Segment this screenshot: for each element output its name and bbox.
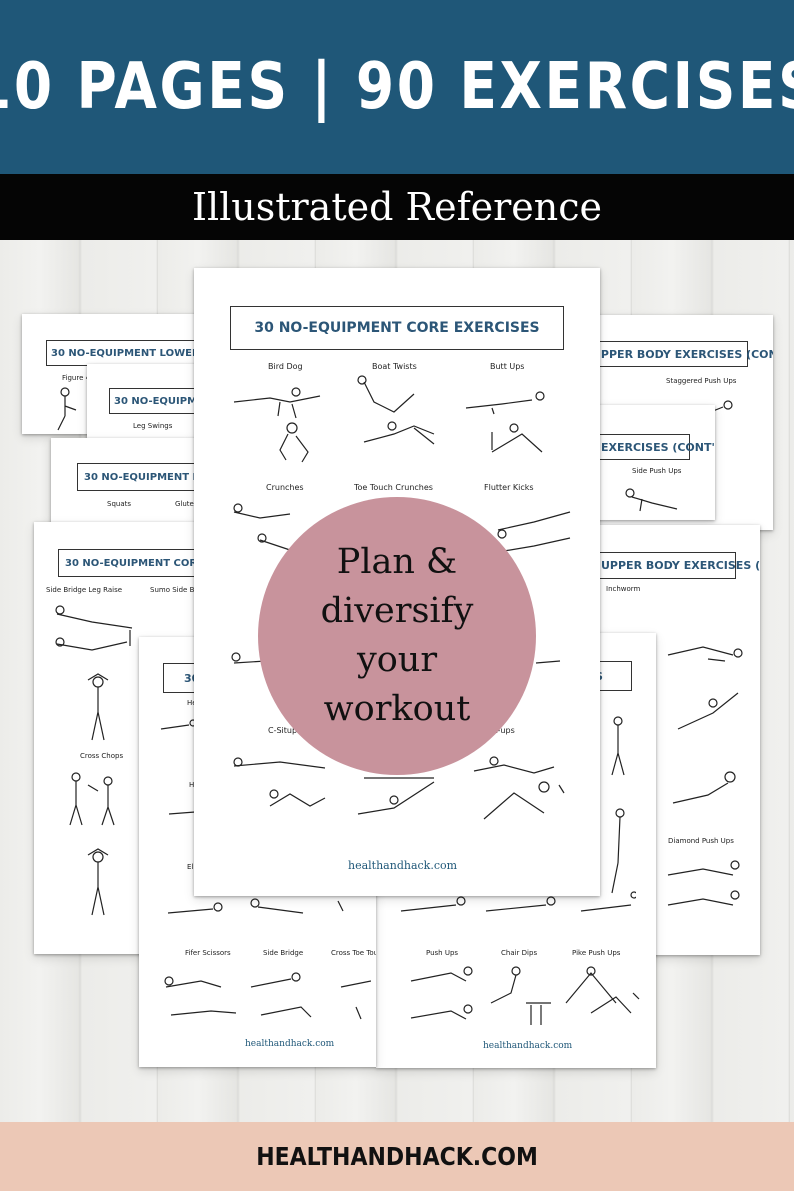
exercise-figure-icon [64, 767, 124, 827]
sheet-title: UPPER BODY EXERCISES (CONT'D) [596, 552, 760, 579]
exercise-label: Elb [187, 863, 198, 871]
bottom-banner: HEALTHANDHACK.COM [0, 1122, 794, 1191]
footer-link[interactable]: healthandhack.com [348, 859, 458, 872]
exercise-figure-icon [494, 500, 574, 560]
exercise-figure-icon [159, 715, 199, 735]
exercise-label: Bird Dog [268, 362, 303, 371]
exercise-label: Side Bridge [263, 949, 304, 957]
sheet-title: 30 NO-EQUIPMENT CORE EXERCISES [230, 306, 564, 350]
exercise-label: Boat Twists [372, 362, 417, 371]
exercise-label: Figure 4 [62, 374, 91, 382]
exercise-figure-icon [534, 653, 564, 673]
exercise-label: Diamond Push Ups [668, 837, 734, 845]
exercise-figure-icon [78, 847, 118, 917]
exercise-figure-icon [668, 765, 748, 810]
exercise-figure-icon [50, 386, 80, 431]
exercise-figure-icon [598, 713, 638, 903]
exercise-label: Fifer Scissors [185, 949, 231, 957]
plan-badge: Plan & diversify your workout [258, 497, 536, 775]
subtitle: Illustrated Reference [191, 185, 603, 229]
exercise-label: Glute B [175, 500, 201, 508]
exercise-label: Side Bridge Leg Raise [46, 586, 123, 594]
exercise-label: Chair Dips [501, 949, 538, 957]
exercise-figure-icon [161, 967, 371, 1022]
exercise-label: Cross Chops [80, 752, 124, 760]
sheet-title: UPPER BODY EXERCISES (CONT'D) [588, 341, 773, 367]
exercise-figure-icon [167, 802, 197, 822]
exercise-figure-icon [481, 963, 556, 1028]
sub-banner: Illustrated Reference [0, 174, 794, 240]
exercise-label: Cross Toe Touch [331, 949, 376, 957]
exercise-label: Toe Touch Crunches [354, 483, 433, 492]
exercise-label: Push Ups [426, 949, 459, 957]
exercise-label: Hi [189, 781, 197, 789]
exercise-figure-icon [663, 855, 743, 915]
exercise-figure-icon [668, 685, 748, 735]
top-banner: 10 PAGES | 90 EXERCISES [0, 0, 794, 174]
exercise-figure-icon [464, 753, 569, 828]
exercise-figure-icon [462, 372, 562, 462]
site-url[interactable]: HEALTHANDHACK.COM [256, 1142, 538, 1171]
exercise-label: C-Situps [268, 726, 302, 735]
footer-link[interactable]: healthandhack.com [483, 1041, 573, 1051]
exercise-label: Flutter Kicks [484, 483, 534, 492]
exercise-figure-icon [663, 625, 748, 670]
exercise-figure-icon [230, 500, 310, 560]
exercise-label: Staggered Push Ups [666, 377, 737, 385]
exercise-figure-icon [354, 758, 444, 828]
exercise-label: Crunches [266, 483, 304, 492]
sheet-title: EXERCISES (CONT'D) [594, 434, 715, 460]
plan-badge-text: Plan & diversify your workout [320, 542, 474, 729]
exercise-figure-icon [561, 963, 641, 1028]
exercise-figure-icon [230, 746, 330, 821]
exercise-label: Inchworm [606, 585, 641, 593]
exercise-figure-icon [354, 372, 449, 462]
exercise-figure-icon [622, 485, 682, 515]
exercise-label: Side Push Ups [632, 467, 682, 475]
exercise-label: Butt Ups [490, 362, 525, 371]
exercise-label: Squats [107, 500, 132, 508]
sheet-lower-body-3: 30 NO-EQUIPMENT LOW Squats Glute B [51, 438, 222, 528]
exercise-figure-icon [396, 883, 636, 923]
exercise-label: Pike Push Ups [572, 949, 621, 957]
exercise-figure-icon [230, 376, 330, 466]
headline: 10 PAGES | 90 EXERCISES [0, 50, 794, 124]
exercise-label: Leg Swings [133, 422, 173, 430]
exercise-label: Sumo Side Bend [150, 586, 208, 594]
exercise-figure-icon [406, 963, 476, 1028]
exercise-figure-icon [163, 895, 363, 925]
exercise-figure-icon [78, 672, 118, 742]
footer-link[interactable]: healthandhack.com [245, 1039, 335, 1049]
exercise-figure-icon [52, 602, 137, 662]
exercise-label: He [187, 699, 197, 707]
exercise-label: sit-ups [488, 726, 515, 735]
